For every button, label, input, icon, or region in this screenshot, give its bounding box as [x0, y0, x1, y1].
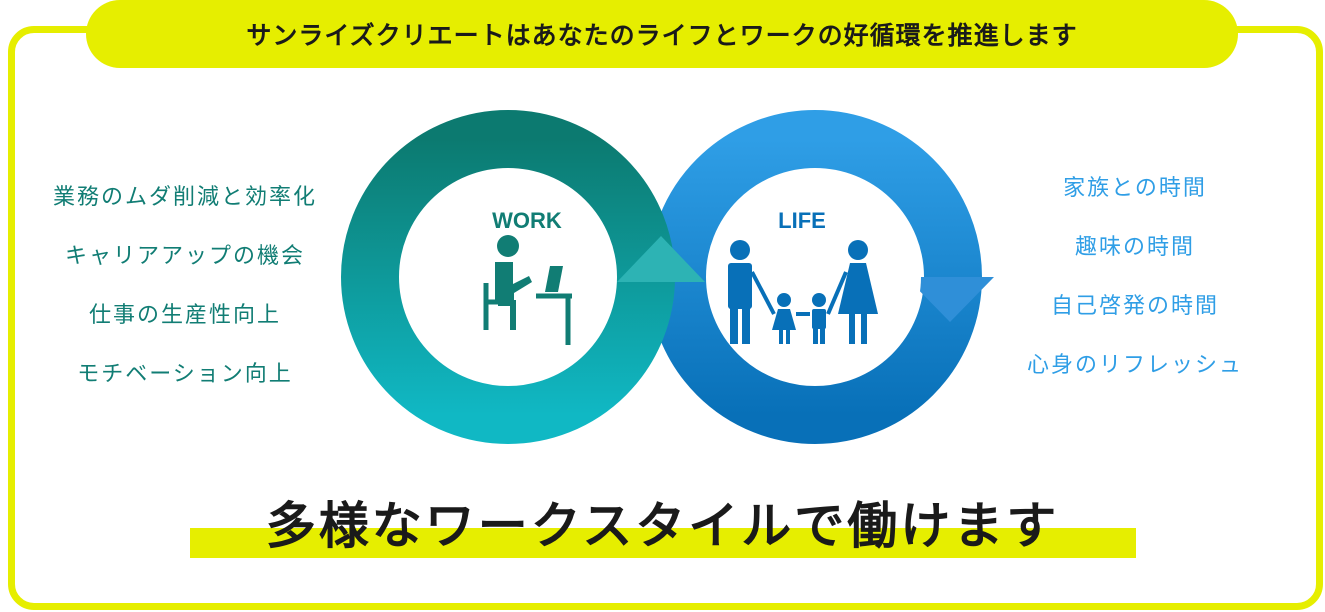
work-label: WORK: [492, 208, 562, 233]
life-benefits-list: 家族との時間 趣味の時間 自己啓発の時間 心身のリフレッシュ: [990, 178, 1280, 377]
work-item: 業務のムダ削減と効率化: [52, 185, 317, 210]
family-icon: [728, 240, 878, 344]
life-item: 心身のリフレッシュ: [1026, 353, 1243, 378]
tagline-highlight: [190, 528, 1136, 558]
header-banner: サンライズクリエートはあなたのライフとワークの好循環を推進します: [86, 0, 1238, 68]
tagline: 多様なワークスタイルで働けます: [265, 497, 1060, 555]
life-item: 家族との時間: [1063, 176, 1207, 201]
life-item: 趣味の時間: [1074, 235, 1195, 260]
work-item: キャリアアップの機会: [64, 244, 305, 269]
life-inner-disc: [709, 171, 921, 383]
work-arrow-head: [617, 236, 705, 282]
work-benefits-list: 業務のムダ削減と効率化 キャリアアップの機会 仕事の生産性向上 モチベーション向…: [20, 187, 350, 386]
life-arrow-head: [906, 277, 994, 322]
work-item: モチベーション向上: [77, 362, 293, 387]
desk-worker-icon: [483, 235, 572, 345]
work-item: 仕事の生産性向上: [88, 303, 281, 328]
life-item: 自己啓発の時間: [1050, 294, 1219, 319]
life-label: LIFE: [778, 208, 826, 233]
header-title: サンライズクリエートはあなたのライフとワークの好循環を推進します: [246, 21, 1078, 50]
